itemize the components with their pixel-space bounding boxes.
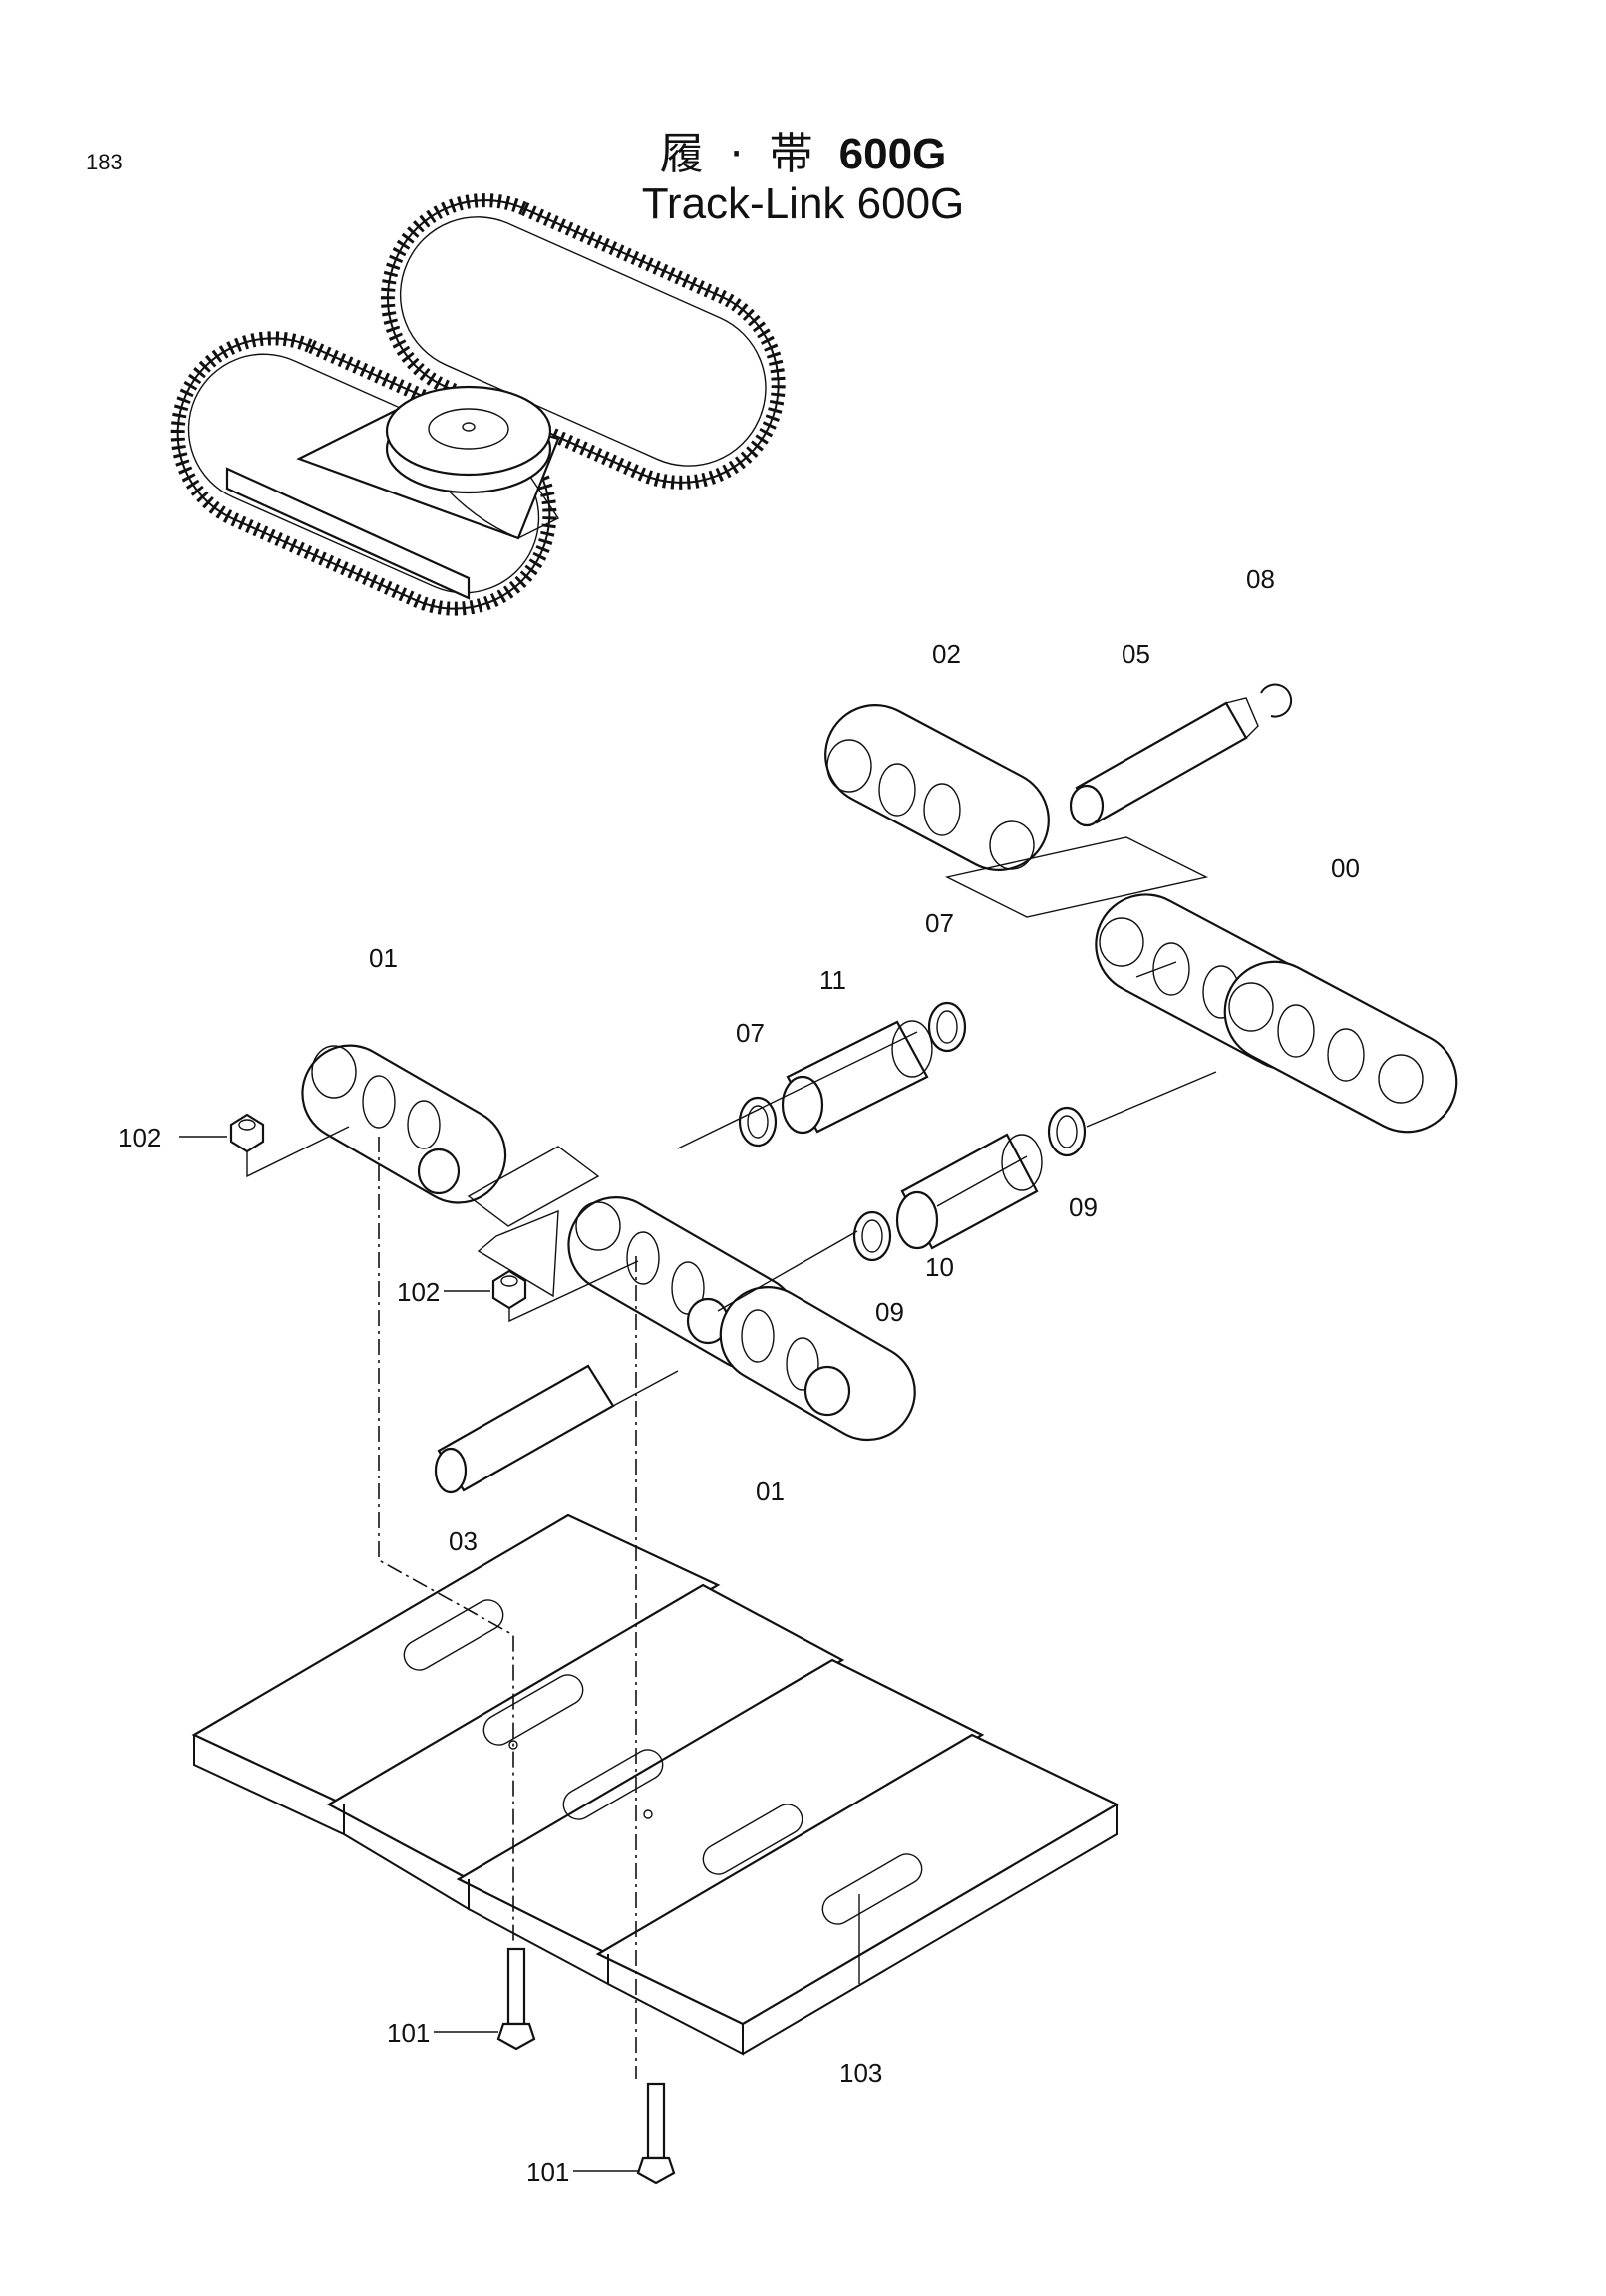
title-japanese-text: 履 · 帯 xyxy=(659,129,819,179)
pin-03 xyxy=(434,1364,615,1494)
pin-05 xyxy=(1069,697,1259,827)
label-10: 10 xyxy=(925,1252,954,1282)
title-japanese: 履 · 帯 600G xyxy=(0,118,1606,181)
label-08: 08 xyxy=(1246,564,1275,594)
shoe-plates-103 xyxy=(191,1513,1120,2056)
label-09-right: 09 xyxy=(1069,1192,1098,1222)
label-11: 11 xyxy=(819,965,846,995)
bolts-101 xyxy=(496,1947,676,2185)
title-model: 600G xyxy=(838,130,947,178)
label-09-center: 09 xyxy=(875,1297,904,1327)
undercarriage-overview xyxy=(170,193,786,616)
label-101-upper: 101 xyxy=(387,2018,430,2048)
label-00: 00 xyxy=(1331,853,1360,883)
label-01-upper: 01 xyxy=(369,943,398,973)
label-103: 103 xyxy=(839,2058,882,2088)
label-102-upper: 102 xyxy=(118,1123,161,1152)
circlip-08 xyxy=(1260,683,1293,718)
label-101-lower: 101 xyxy=(526,2157,569,2187)
bushing-10 xyxy=(895,1133,1043,1250)
link-01-upper xyxy=(301,1044,507,1204)
label-07-upper: 07 xyxy=(925,908,954,938)
bushing-11 xyxy=(781,1020,933,1135)
seals xyxy=(738,1001,1087,1262)
part-labels: 08 02 05 00 07 01 11 07 102 09 10 102 09… xyxy=(118,564,1360,2187)
page-number: 183 xyxy=(86,150,123,174)
link-00 xyxy=(1095,893,1458,1134)
label-01-center: 01 xyxy=(756,1476,785,1506)
label-05: 05 xyxy=(1122,639,1150,669)
title-english: Track-Link 600G xyxy=(641,179,965,228)
nuts-102 xyxy=(229,1113,527,1310)
label-02: 02 xyxy=(932,639,961,669)
link-01-center xyxy=(567,1196,916,1442)
alignment-lines xyxy=(378,836,1217,2079)
leader-lines xyxy=(179,1126,860,2172)
label-102-lower: 102 xyxy=(397,1277,440,1307)
link-02 xyxy=(824,704,1050,871)
label-07-lower: 07 xyxy=(736,1018,765,1048)
label-03: 03 xyxy=(449,1526,478,1556)
